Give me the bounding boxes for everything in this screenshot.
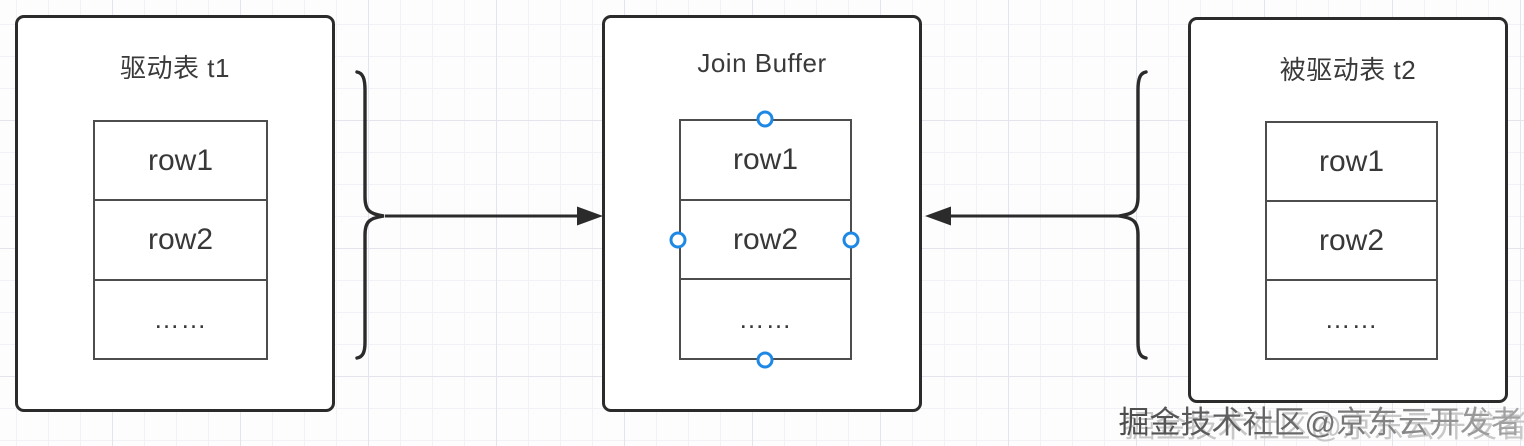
driven-table-t2-rows: row1 row2 …… xyxy=(1265,121,1438,360)
watermark-text: 掘金技术社区@京东云开发者 xyxy=(1118,405,1522,440)
join-buffer-box: Join Buffer row1 row2 …… xyxy=(602,15,922,412)
left-curly-brace-icon xyxy=(355,70,385,360)
connection-handle-left-icon xyxy=(669,231,687,249)
driven-table-t2-box: 被驱动表 t2 row1 row2 …… xyxy=(1188,17,1508,403)
arrow-t1-to-buffer-head xyxy=(577,206,603,226)
connection-handle-right-icon xyxy=(842,231,860,249)
table-row-row2: row2 xyxy=(95,201,266,281)
table-row-ellipsis: …… xyxy=(738,303,793,334)
watermark-ghost-text: 掘金技术社区@京东云开发者 xyxy=(1125,407,1524,446)
watermark: 掘金技术社区@京东云开发者 掘金技术社区@京东云开发者 xyxy=(1118,403,1524,446)
table-row-row2: row2 xyxy=(1267,202,1436,281)
driving-table-t1-rows: row1 row2 …… xyxy=(93,120,268,360)
driven-table-t2-title: 被驱动表 t2 xyxy=(1279,55,1417,85)
table-row-row1: row1 xyxy=(95,122,266,202)
table-row-row1: row1 xyxy=(681,121,850,201)
connection-handle-bottom-icon xyxy=(756,351,774,369)
table-row-ellipsis: …… xyxy=(153,303,208,334)
arrow-t2-to-buffer-head xyxy=(925,206,951,226)
connection-handle-top-icon xyxy=(756,110,774,128)
table-row-ellipsis: …… xyxy=(1324,304,1379,334)
table-row-row2: row2 xyxy=(681,201,850,281)
join-buffer-rows: row1 row2 …… xyxy=(679,119,852,360)
driving-table-t1-title: 驱动表 t1 xyxy=(120,53,230,83)
right-curly-brace-icon xyxy=(1118,70,1148,360)
driving-table-t1-box: 驱动表 t1 row1 row2 …… xyxy=(15,15,335,412)
join-buffer-title: Join Buffer xyxy=(697,48,827,78)
table-row-row1: row1 xyxy=(1267,123,1436,202)
